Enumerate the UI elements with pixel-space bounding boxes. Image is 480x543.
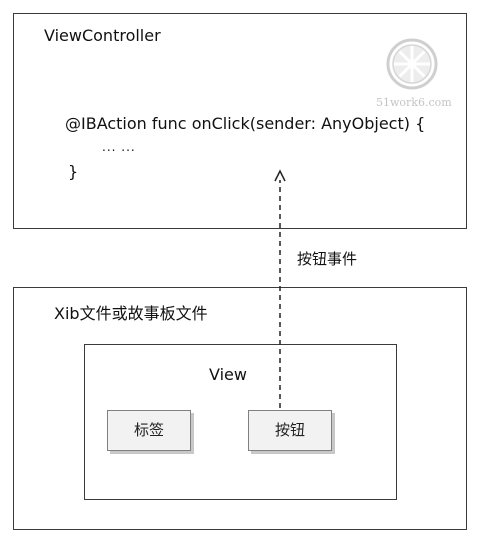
code-line-ibaction: @IBAction func onClick(sender: AnyObject… — [65, 114, 426, 133]
event-arrow-head-icon — [274, 169, 286, 182]
view-controller-title: ViewController — [44, 26, 161, 45]
button-control: 按钮 — [248, 410, 332, 451]
event-label: 按钮事件 — [297, 250, 358, 268]
code-line-closing-brace: } — [68, 162, 79, 181]
watermark-lemon-icon — [386, 38, 438, 90]
view-container: View 标签 按钮 — [84, 344, 397, 500]
watermark-caption: 51work6.com — [376, 96, 452, 109]
code-line-ellipsis: ... ... — [102, 140, 136, 154]
view-title: View — [209, 365, 247, 384]
view-controller-panel: ViewController @IBAction func onClick(se… — [13, 13, 467, 229]
xib-panel-title: Xib文件或故事板文件 — [54, 304, 208, 323]
label-control: 标签 — [107, 410, 191, 451]
watermark-logo: 51work6.com — [376, 36, 452, 126]
xib-storyboard-panel: Xib文件或故事板文件 View 标签 按钮 — [13, 287, 467, 530]
